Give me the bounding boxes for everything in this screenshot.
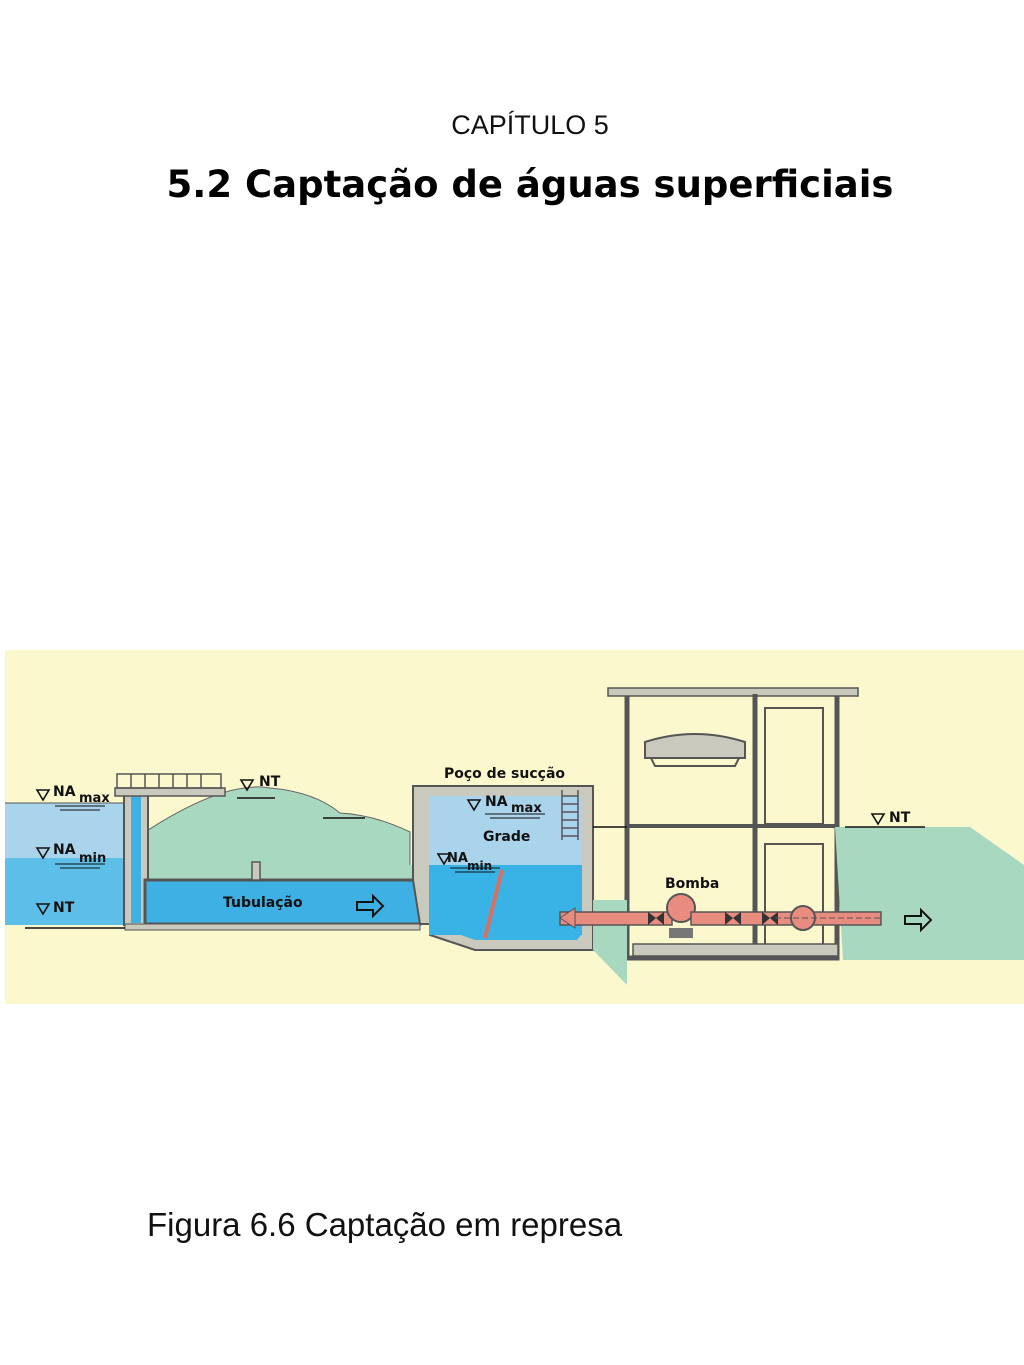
na-min-well-label: NA [447, 851, 468, 866]
flow-arrow-out [904, 907, 933, 933]
bomba-label: Bomba [665, 876, 719, 892]
ground-right [835, 827, 1024, 960]
deck [114, 787, 226, 797]
nt-label-right: NT [889, 810, 911, 826]
na-max-sub: max [79, 791, 110, 806]
na-min-sub: min [79, 851, 106, 866]
reservoir-water-lower [5, 858, 130, 925]
pump [666, 893, 696, 923]
na-min-well-sub: min [467, 859, 492, 873]
na-max-label: NA [53, 784, 76, 800]
na-min-label: NA [53, 842, 76, 858]
tubulacao-label: Tubulação [223, 895, 303, 911]
grade-label: Grade [483, 829, 530, 845]
grade-screen [483, 869, 504, 939]
intake-diagram: NA max NA min NT NT Poço de sucção NA ma… [5, 650, 1024, 1004]
embankment [144, 786, 411, 876]
chapter-heading: CAPÍTULO 5 [451, 110, 609, 140]
poco-label: Poço de sucção [444, 766, 565, 782]
nt-label-dam: NT [259, 774, 281, 790]
reservoir-water-upper [5, 803, 130, 858]
na-max-well-sub: max [511, 801, 542, 816]
na-max-well-label: NA [485, 794, 508, 810]
nt-label-left: NT [53, 900, 75, 916]
flow-arrow-pipe [356, 893, 385, 919]
figure-caption: Figura 6.6 Captação em represa [147, 1206, 623, 1243]
section-title: 5.2 Captação de águas superficiais [166, 163, 894, 206]
